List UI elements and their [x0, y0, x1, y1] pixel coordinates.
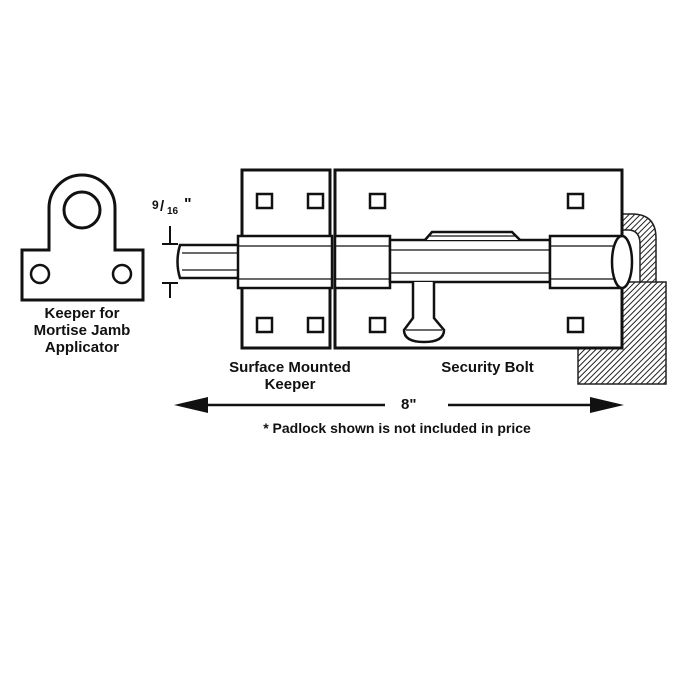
- mortise-keeper-outline: [20, 173, 145, 302]
- mortise-keeper-screw-hole-right: [111, 263, 133, 285]
- bolt-rod: [176, 230, 634, 290]
- mortise-keeper-screw-hole-left: [29, 263, 51, 285]
- dimension-slash: /: [160, 198, 165, 215]
- diameter-dimension-marks: [162, 226, 178, 298]
- mortise-keeper-label: Keeper for Mortise Jamb Applicator: [33, 305, 131, 356]
- length-arrow: [174, 397, 624, 413]
- screw-slot: [368, 192, 387, 210]
- screw-slot: [566, 316, 585, 334]
- surface-keeper-label: Surface Mounted Keeper: [229, 359, 351, 393]
- screw-slot: [306, 316, 325, 334]
- dimension-denominator: 16: [167, 206, 179, 217]
- screw-slot: [255, 192, 274, 210]
- screw-slot: [306, 192, 325, 210]
- length-label: 8": [401, 396, 417, 413]
- security-bolt-label: Security Bolt: [441, 359, 534, 376]
- dimension-numerator: 9: [152, 198, 159, 212]
- mortise-keeper-bolt-hole: [62, 190, 102, 230]
- screw-slot: [255, 316, 274, 334]
- padlock-footnote: * Padlock shown is not included in price: [263, 420, 531, 436]
- bolt-handle: [402, 282, 446, 344]
- screw-slot: [368, 316, 387, 334]
- screw-slots: [255, 192, 585, 334]
- dimension-inch-mark: ": [184, 196, 192, 213]
- screw-slot: [566, 192, 585, 210]
